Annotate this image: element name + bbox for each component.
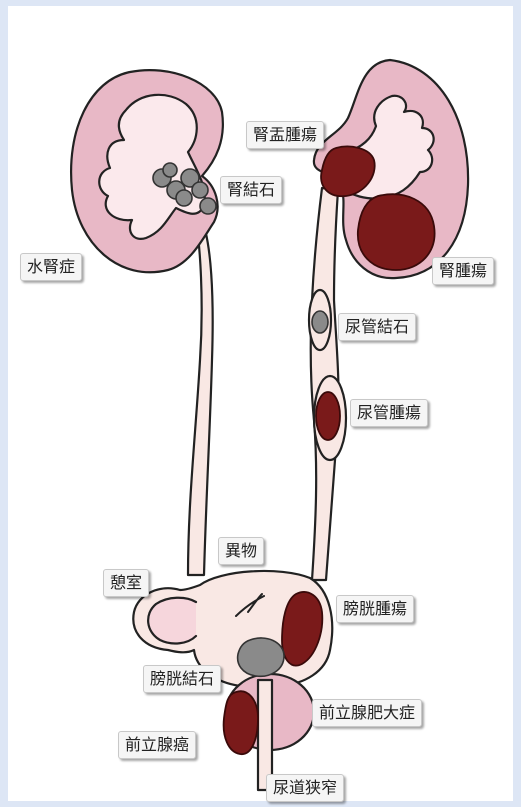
label-bladder-stone: 膀胱結石 [143,665,221,693]
label-foreign-body: 異物 [218,537,264,565]
prostate-cancer-lesion [224,691,258,754]
label-urethral-stricture: 尿道狭窄 [266,774,344,802]
label-kidney-stone: 腎結石 [220,176,282,204]
label-ureteral-tumor: 尿管腫瘍 [350,399,428,427]
label-kidney-tumor: 腎腫瘍 [432,257,494,285]
label-diverticulum: 憩室 [103,569,149,597]
kidney-stone-4 [176,190,192,206]
bladder-stone [238,638,284,676]
label-hydronephrosis: 水腎症 [20,253,82,281]
label-prostate-cancer: 前立腺癌 [118,731,196,759]
label-bladder-tumor: 膀胱腫瘍 [336,595,414,623]
kidney-stone-5 [192,182,208,198]
kidney-stone-6 [200,198,216,214]
ureteral-stone [312,311,328,333]
label-bph: 前立腺肥大症 [312,699,422,727]
label-renal-pelvis-tumor: 腎盂腫瘍 [246,121,324,149]
ureteral-tumor [316,392,340,440]
label-ureteral-stone: 尿管結石 [338,313,416,341]
kidney-stone-7 [163,163,177,177]
left-ureter [188,215,213,575]
kidney-tumor [358,194,435,270]
diverticulum [148,598,196,644]
